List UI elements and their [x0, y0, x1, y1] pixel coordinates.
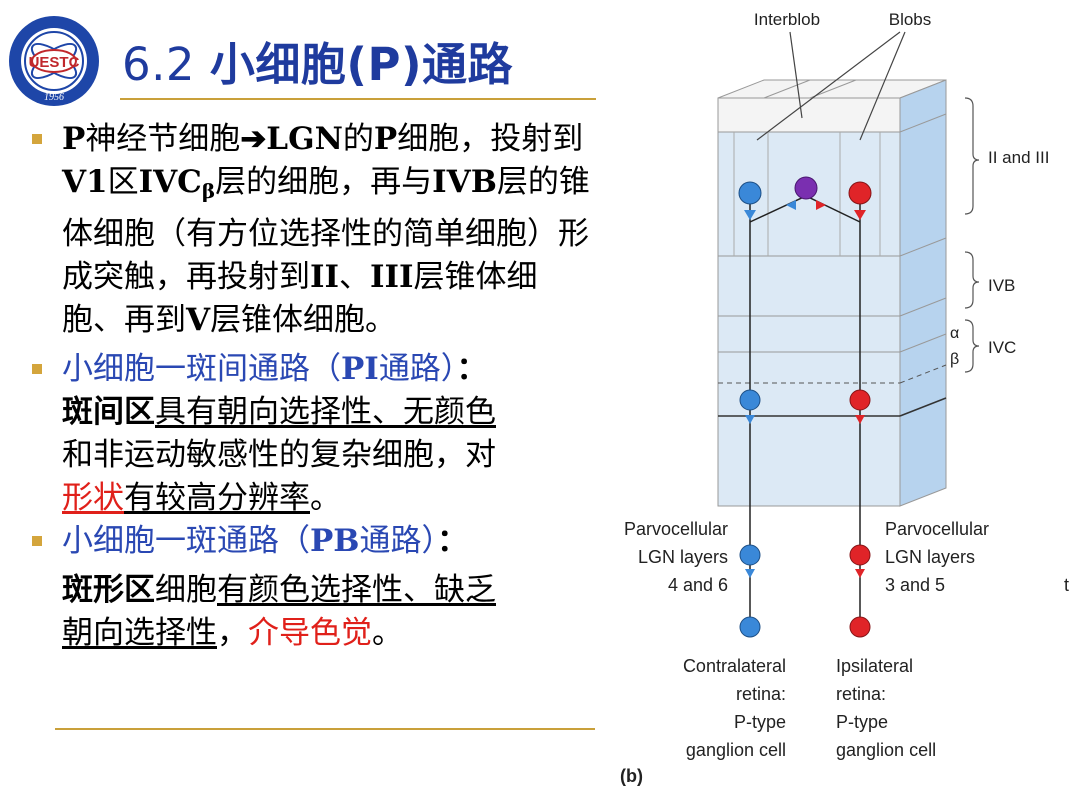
label-layer-ivc: IVC — [988, 338, 1016, 357]
neuron-blue-layer-2-3 — [738, 181, 762, 205]
brace-ivc — [964, 319, 980, 373]
bullet-text: P神经节细胞➔LGN的P细胞，投射到V1区IVCβ层的细胞，再与IVB层的锥体细… — [62, 121, 590, 338]
synapse-blue-lgn — [745, 569, 755, 578]
neuron-blue-retina — [739, 616, 761, 638]
retina-left-line-1: Contralateral — [683, 656, 786, 676]
neuron-blue-lgn — [739, 544, 761, 566]
synapse-red-ivc — [855, 415, 865, 424]
bullet-pb-pathway: 小细胞一斑通路（PB通路）： — [30, 520, 590, 563]
pi-pathway-description: 斑间区具有朝向选择性、无颜色和非运动敏感性的复杂细胞，对形状有较高分辨率。 — [62, 394, 496, 516]
synapse-blue-ivc — [745, 415, 755, 424]
label-layer-2-3: II and III — [988, 148, 1049, 167]
retina-left-line-2: retina: — [736, 684, 786, 704]
neuron-red-retina — [849, 616, 871, 638]
layer-1 — [717, 97, 901, 133]
retina-right-line-1: Ipsilateral — [836, 656, 913, 676]
label-alpha: α — [950, 325, 959, 342]
bullet-heading: 小细胞一斑通路（PB通路）： — [62, 523, 469, 559]
cortex-pathway-diagram: Interblob Blobs II and III IVB α β IVC P… — [620, 10, 1069, 786]
title-pathway-letter: (P) — [346, 38, 423, 91]
lgn-left-line-3: 4 and 6 — [668, 575, 728, 595]
bullet-list: P神经节细胞➔LGN的P细胞，投射到V1区IVCβ层的细胞，再与IVB层的锥体细… — [30, 118, 590, 655]
synapse-blue-layer-2-3 — [744, 210, 756, 220]
retina-left-line-3: P-type — [734, 712, 786, 732]
university-logo: UESTC 1956 — [9, 16, 99, 106]
synapse-blue-input — [786, 200, 796, 210]
synapse-red-lgn — [855, 569, 865, 578]
title-main: 小细胞 — [209, 38, 347, 91]
retina-left-line-4: ganglion cell — [686, 740, 786, 760]
logo-text: UESTC — [29, 54, 80, 71]
bullet-square-icon — [32, 536, 42, 546]
lgn-left-line-2: LGN layers — [638, 547, 728, 567]
cut-off-text: t — [1064, 575, 1069, 595]
bullet-p-pathway: P神经节细胞➔LGN的P细胞，投射到V1区IVCβ层的细胞，再与IVB层的锥体细… — [30, 118, 590, 342]
neuron-purple-layer-2-3 — [794, 176, 818, 200]
lgn-right-line-3: 3 and 5 — [885, 575, 945, 595]
page-title: 6.2 小细胞(P)通路 — [122, 28, 513, 93]
neuron-red-ivc — [849, 389, 871, 411]
label-interblob: Interblob — [754, 10, 820, 29]
label-beta: β — [950, 351, 959, 368]
neuron-blue-ivc — [739, 389, 761, 411]
content-divider — [55, 728, 595, 730]
bullet-heading: 小细胞一斑间通路（PI通路）： — [62, 351, 488, 387]
lgn-right-line-1: Parvocellular — [885, 519, 989, 539]
retina-right-line-3: P-type — [836, 712, 888, 732]
neuron-red-layer-2-3 — [848, 181, 872, 205]
pb-pathway-description: 斑形区细胞有颜色选择性、缺乏朝向选择性，介导色觉。 — [62, 572, 496, 651]
neuron-red-lgn — [849, 544, 871, 566]
title-divider — [120, 98, 596, 100]
title-tail: 通路 — [422, 38, 514, 91]
lgn-right-line-2: LGN layers — [885, 547, 975, 567]
label-blobs: Blobs — [889, 10, 932, 29]
brace-ivb — [964, 251, 980, 309]
cortex-block-front — [717, 97, 901, 507]
synapse-red-layer-2-3 — [854, 210, 866, 220]
title-number: 6.2 — [122, 38, 196, 91]
retina-right-line-4: ganglion cell — [836, 740, 936, 760]
label-layer-ivb: IVB — [988, 276, 1015, 295]
bullet-square-icon — [32, 134, 42, 144]
cortex-block-side — [899, 79, 947, 507]
brace-2-3 — [964, 97, 980, 215]
logo-year: 1956 — [44, 92, 64, 103]
bullet-square-icon — [32, 364, 42, 374]
synapse-red-input — [816, 200, 826, 210]
arrow-icon: ➔ — [240, 121, 267, 157]
retina-right-line-2: retina: — [836, 684, 886, 704]
panel-label: (b) — [620, 766, 643, 786]
lgn-left-line-1: Parvocellular — [624, 519, 728, 539]
bullet-pi-pathway: 小细胞一斑间通路（PI通路）： — [30, 348, 590, 391]
